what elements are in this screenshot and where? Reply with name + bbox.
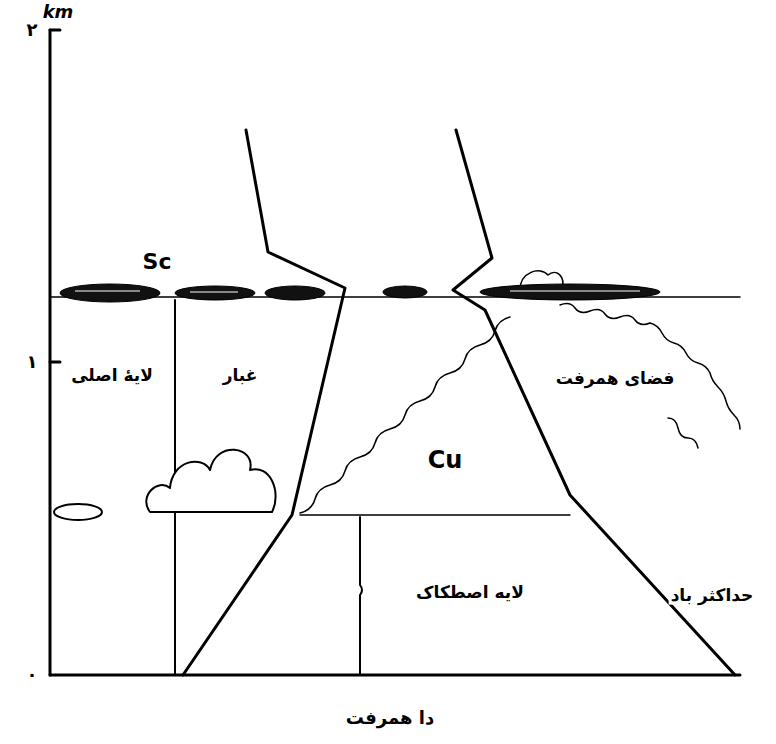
cloud-label: Cu (426, 447, 465, 473)
cloud-highlight (190, 291, 238, 292)
axis-tick (50, 361, 60, 364)
cloud-highlight (510, 290, 640, 291)
stratocumulus-cloud (265, 286, 325, 300)
convection-boundary (300, 317, 510, 513)
axis-tick-label: ٠ (25, 665, 40, 685)
convection-boundary (560, 304, 740, 429)
stratocumulus-cloud (383, 286, 427, 298)
axis-tick-label: ۲ (25, 20, 40, 40)
convection-boundary (668, 418, 698, 448)
axis-unit: km (41, 2, 76, 22)
cloud-label: Sc (141, 250, 174, 274)
layer-label: حداکثر باد (669, 586, 756, 605)
axis-tick-label: ۱ (25, 352, 40, 372)
stratocumulus-cloud (480, 284, 660, 300)
cumulus-cloud (146, 450, 275, 512)
cloud (54, 504, 102, 520)
friction-boundary (360, 517, 362, 675)
profile-line (183, 130, 345, 675)
x-axis (50, 674, 740, 677)
layer-label: لایهٔ اصلی (69, 366, 155, 385)
figure-caption: دا همرفت (344, 708, 436, 728)
layer-label: لایه اصطکاک (414, 583, 526, 602)
cloud-base-line (300, 514, 570, 516)
axis-tick (50, 29, 60, 32)
stratocumulus-cloud (175, 286, 255, 300)
y-axis (49, 30, 52, 675)
stratocumulus-cloud (60, 284, 160, 302)
cloud-highlight (75, 290, 140, 291)
layer-label: غبار (221, 366, 260, 385)
layer-label: فضای همرفت (554, 369, 677, 388)
